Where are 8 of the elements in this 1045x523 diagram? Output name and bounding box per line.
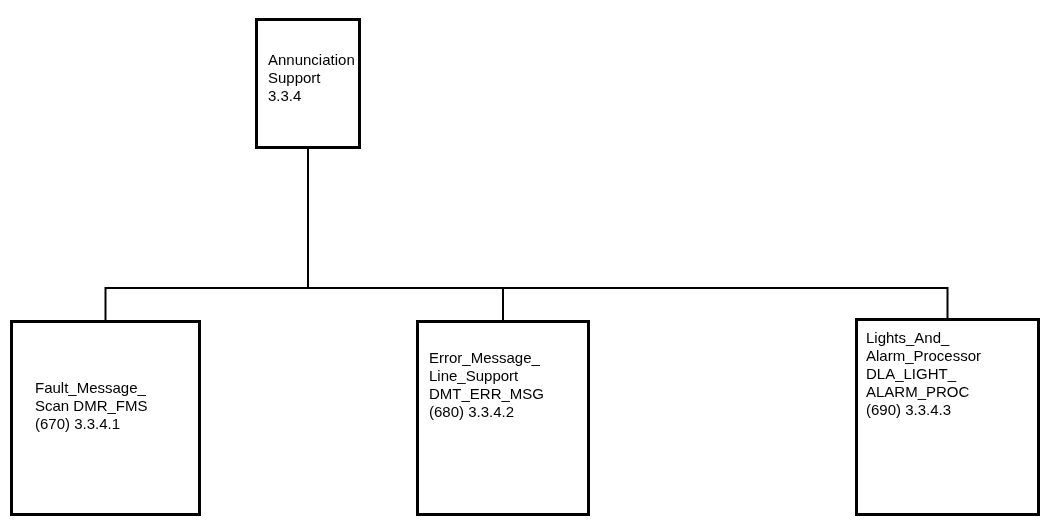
box-label: Lights_And_ Alarm_Processor DLA_LIGHT_ ALARM_PROC (690) 3.3.4.3 (866, 329, 983, 419)
process-box (416, 320, 590, 516)
box-label: Fault_Message_ Scan DMR_FMS (670) 3.3.4.1 (35, 379, 149, 433)
process-box (10, 320, 201, 516)
process-box (255, 18, 361, 149)
box-label: Annunciation Support 3.3.4 (268, 51, 356, 105)
box-label: Error_Message_ Line_Support DMT_ERR_MSG (680) 3.3.4.2 (429, 349, 545, 421)
process-box (855, 318, 1040, 516)
